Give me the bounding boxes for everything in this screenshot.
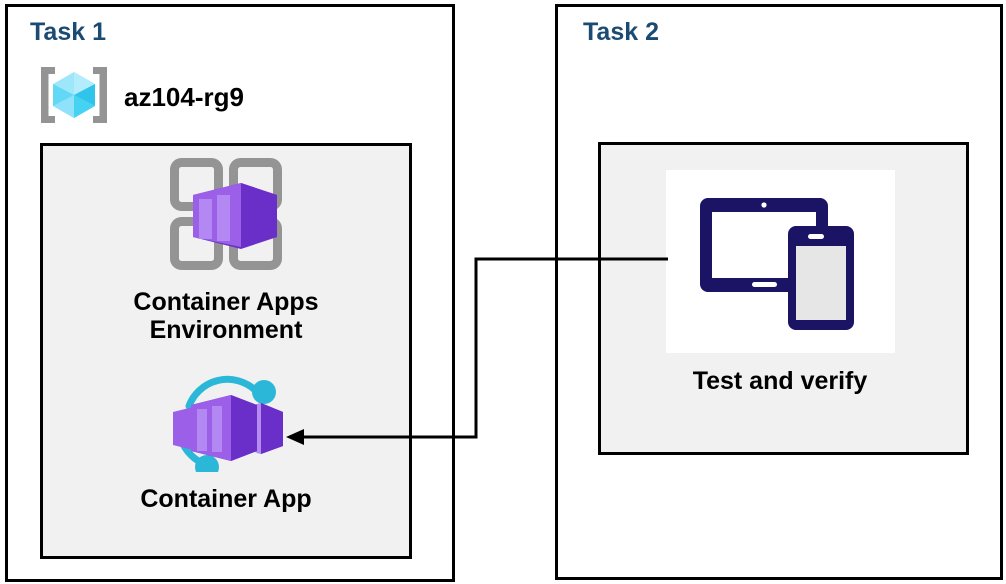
node-container-app: Container App [78, 372, 374, 513]
container-apps-environment-icon [167, 155, 285, 280]
node-container-apps-environment: Container Apps Environment [78, 155, 374, 344]
task-2-title: Task 2 [583, 18, 659, 46]
test-icon-plate [665, 170, 895, 353]
container-app-icon [159, 372, 293, 479]
container-app-label: Container App [140, 485, 312, 513]
container-apps-environment-label: Container Apps Environment [133, 288, 319, 344]
resource-group-label: az104-rg9 [124, 82, 244, 112]
task-1-title: Task 1 [30, 18, 106, 46]
resource-group-row: az104-rg9 [36, 63, 244, 132]
resource-group-icon [36, 63, 112, 132]
test-devices-icon [694, 186, 866, 337]
node-test-and-verify: Test and verify [630, 170, 930, 395]
test-and-verify-label: Test and verify [692, 367, 868, 395]
